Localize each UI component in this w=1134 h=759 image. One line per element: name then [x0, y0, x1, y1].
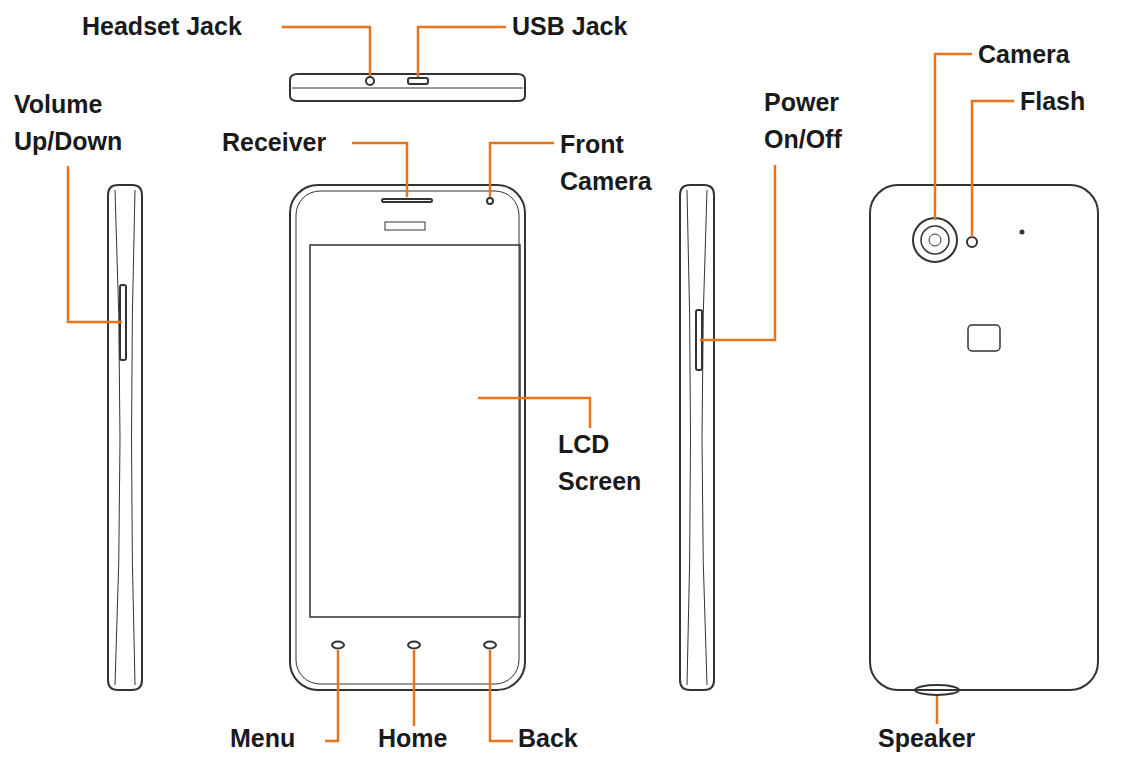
brand-logo	[385, 222, 425, 230]
leader-lines	[68, 27, 1014, 741]
part-label: Volume Up/Down	[14, 86, 144, 160]
part-label: Home	[378, 720, 447, 757]
leader-line	[413, 650, 416, 726]
back-key	[484, 642, 496, 649]
right-side-view	[680, 185, 714, 690]
leader-line	[352, 143, 407, 197]
part-label: Front Camera	[560, 126, 670, 200]
usb-jack	[408, 78, 428, 84]
front-body	[290, 185, 525, 690]
leader-line	[972, 101, 1014, 237]
part-label: Speaker	[878, 720, 975, 757]
part-label: Flash	[1020, 83, 1085, 120]
receiver-slot	[382, 199, 432, 202]
part-label: USB Jack	[512, 8, 627, 45]
back-body	[870, 185, 1098, 690]
part-label: Power On/Off	[764, 84, 864, 158]
back-logo	[968, 325, 1000, 351]
speaker-grille	[915, 685, 959, 695]
left-side-edge	[115, 190, 135, 685]
part-label: LCD Screen	[558, 426, 663, 500]
leader-line	[936, 696, 939, 724]
right-side-edge	[687, 190, 707, 685]
top-view	[290, 74, 525, 101]
back-camera-ring	[913, 218, 957, 262]
part-label: Back	[518, 720, 578, 757]
leader-line	[282, 27, 370, 76]
speaker-slot	[920, 690, 954, 691]
leader-line	[490, 143, 554, 197]
front-camera	[487, 198, 493, 204]
part-label: Headset Jack	[82, 8, 242, 45]
leader-line	[700, 165, 775, 340]
leader-line	[418, 27, 506, 77]
phone-views	[108, 74, 1098, 695]
part-label: Receiver	[222, 124, 326, 161]
left-side-view	[108, 185, 142, 690]
back-camera-lens	[921, 226, 949, 254]
front-bezel	[296, 191, 519, 684]
leader-line	[325, 650, 338, 741]
home-key	[408, 642, 420, 649]
part-label: Camera	[978, 36, 1070, 73]
flash-led	[967, 237, 977, 247]
leader-line	[935, 54, 972, 220]
leader-line	[68, 166, 122, 322]
leader-line	[490, 650, 513, 741]
menu-key	[332, 642, 344, 649]
part-label: Menu	[230, 720, 295, 757]
mic-hole	[1021, 231, 1024, 234]
top-seam	[292, 88, 523, 89]
leader-line	[478, 398, 590, 428]
lcd-screen	[310, 245, 520, 617]
headset-jack	[366, 77, 374, 85]
back-camera-center	[929, 234, 941, 246]
